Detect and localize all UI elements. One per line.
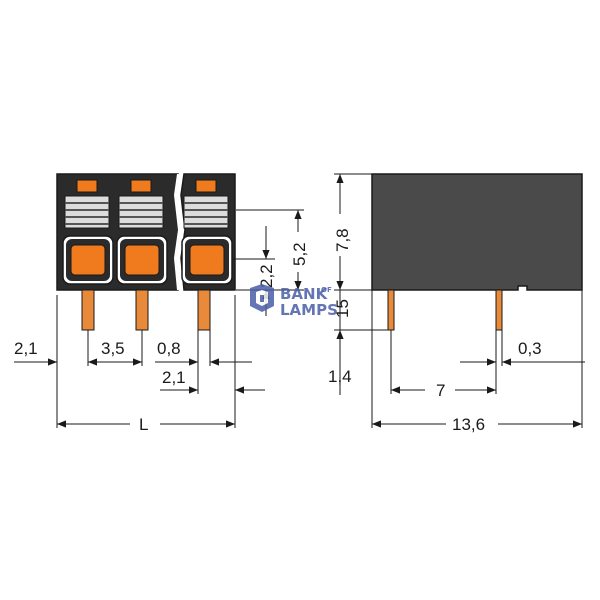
- dim-15: 15: [333, 299, 352, 318]
- dim-2-2: 2,2: [257, 264, 276, 288]
- pole-2: [116, 179, 168, 331]
- watermark-line1: BANK: [280, 285, 329, 303]
- dim-7-8: 7,8: [333, 228, 352, 252]
- release-tab: [130, 179, 152, 193]
- dim-L: L: [139, 415, 148, 434]
- dim-1-4: 1,4: [328, 367, 352, 386]
- dim-2-1-bottom: 2,1: [162, 368, 186, 387]
- side-view: [371, 173, 583, 331]
- front-view: [56, 173, 236, 331]
- front-dimension-lines: [14, 209, 304, 428]
- conductor-entry: [189, 244, 225, 276]
- dim-13-6: 13,6: [452, 415, 485, 434]
- break-line: [173, 173, 181, 291]
- lamp-icon: [250, 284, 274, 312]
- release-slot: [64, 195, 110, 229]
- dim-3-5: 3,5: [101, 339, 125, 358]
- watermark-line2: LAMPS: [280, 301, 338, 319]
- dim-2-1-left: 2,1: [14, 339, 38, 358]
- side-pin-right: [495, 289, 503, 331]
- pole-1: [62, 179, 114, 331]
- pin: [135, 289, 149, 331]
- release-tab: [76, 179, 98, 193]
- pole-3: [181, 179, 233, 331]
- release-slot: [183, 195, 229, 229]
- watermark-logo: BANK OF LAMPS: [250, 284, 338, 319]
- release-tab: [195, 179, 217, 193]
- conductor-entry: [70, 244, 106, 276]
- side-pin-left: [387, 289, 395, 331]
- side-dimension-lines: [334, 173, 585, 428]
- watermark-of: OF: [321, 286, 332, 294]
- conductor-entry: [124, 244, 160, 276]
- pin: [81, 289, 95, 331]
- side-body: [371, 173, 583, 291]
- release-slot: [118, 195, 164, 229]
- dim-5-2: 5,2: [290, 242, 309, 266]
- pin: [197, 289, 211, 331]
- dim-0-3: 0,3: [518, 339, 542, 358]
- dim-7: 7: [436, 381, 445, 400]
- dim-0-8: 0,8: [157, 339, 181, 358]
